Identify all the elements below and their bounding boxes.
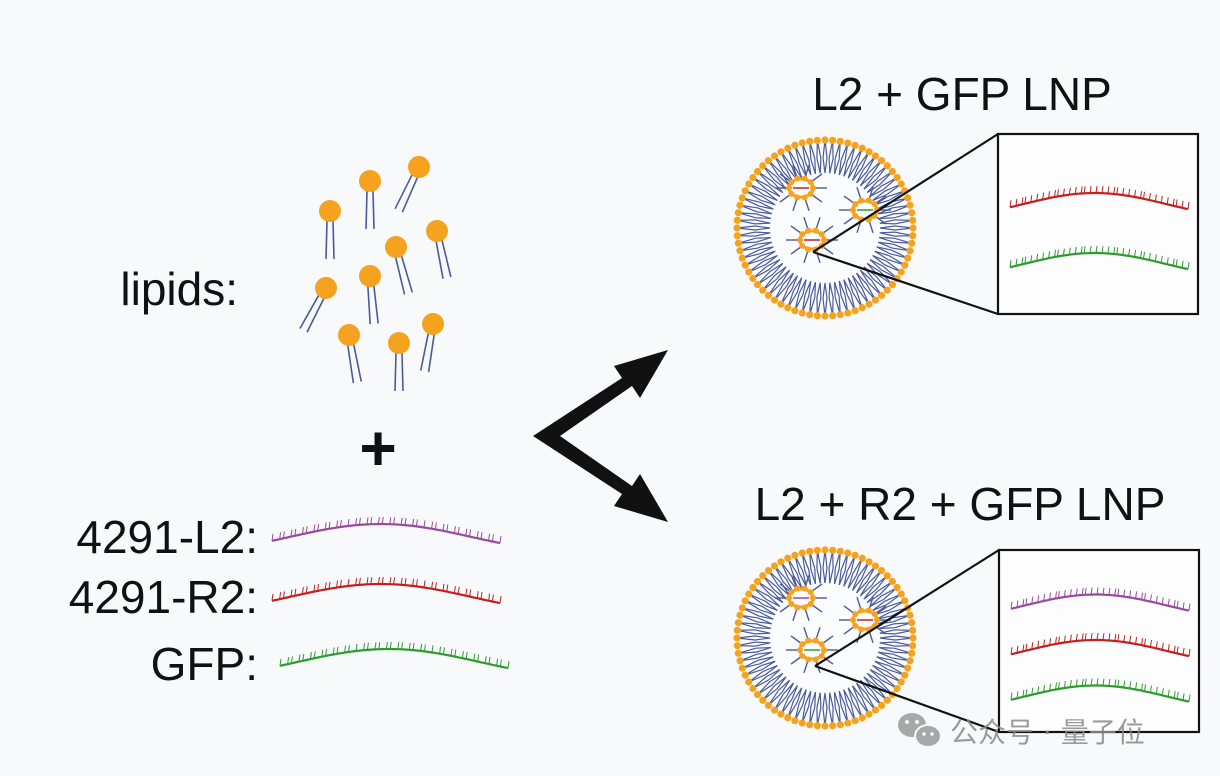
lipid-core bbox=[786, 216, 838, 264]
plus-sign: + bbox=[359, 412, 396, 484]
rna-strand bbox=[1009, 185, 1190, 211]
lipids-label: lipids: bbox=[120, 263, 238, 315]
lipid-icon bbox=[319, 200, 341, 260]
zoom-inset-box bbox=[996, 132, 1200, 316]
lipid-icon bbox=[385, 236, 414, 295]
lipid-core bbox=[786, 626, 838, 674]
rna-strands-legend bbox=[271, 516, 510, 670]
rna-strand bbox=[1010, 587, 1191, 612]
callout-line bbox=[814, 664, 1000, 734]
strand-label-r2: 4291-R2: bbox=[69, 571, 258, 623]
lipid-icon bbox=[426, 220, 452, 279]
strand-label-gfp: GFP: bbox=[151, 638, 258, 690]
callout-line bbox=[812, 133, 999, 253]
lipid-icon bbox=[338, 324, 363, 384]
lnp-title-2: L2 + R2 + GFP LNP bbox=[755, 478, 1166, 530]
strand-label-l2: 4291-L2: bbox=[76, 511, 258, 563]
lipid-core bbox=[775, 164, 827, 212]
watermark-text: 公众号 · 量子位 bbox=[950, 716, 1145, 749]
free-lipids-cluster bbox=[299, 156, 452, 392]
lnp-particle-2 bbox=[733, 546, 1201, 734]
wechat-icon bbox=[898, 713, 942, 748]
callout-line bbox=[814, 549, 1000, 667]
callout-line bbox=[812, 250, 999, 316]
lnp-title-1: L2 + GFP LNP bbox=[812, 68, 1112, 120]
rna-strand bbox=[1010, 632, 1191, 658]
lnp-particle-1 bbox=[733, 132, 1200, 320]
lipid-icon bbox=[359, 265, 381, 325]
lipid-core bbox=[839, 186, 891, 234]
rna-strand bbox=[1009, 245, 1190, 271]
lipid-icon bbox=[359, 170, 381, 230]
rna-strand bbox=[279, 641, 510, 670]
rna-strand bbox=[271, 516, 502, 545]
rna-strand bbox=[1010, 678, 1191, 703]
lipid-icon bbox=[419, 313, 444, 373]
watermark: 公众号 · 量子位 bbox=[898, 713, 1145, 749]
lipid-core bbox=[775, 574, 827, 622]
rna-strand bbox=[271, 576, 502, 605]
branch-arrow-icon bbox=[533, 350, 668, 522]
lipid-icon bbox=[299, 277, 337, 333]
lipid-icon bbox=[394, 156, 430, 213]
lipid-icon bbox=[388, 332, 410, 392]
